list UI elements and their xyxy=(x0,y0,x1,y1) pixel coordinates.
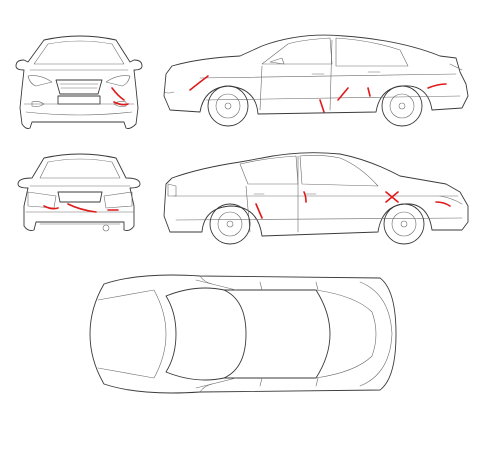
damage-mark-rear-left-light xyxy=(43,205,59,210)
damage-mark-passenger-fender xyxy=(435,201,451,207)
damage-mark-passenger-mirror-x xyxy=(385,191,399,203)
damage-markers xyxy=(43,75,451,219)
damage-mark-driver-door xyxy=(337,87,349,101)
driver-side-view xyxy=(163,34,469,127)
damage-mark-driver-fender xyxy=(189,75,209,91)
damage-mark-driver-rear-bumper xyxy=(427,83,447,89)
damage-mark-driver-rear-door xyxy=(367,87,371,97)
damage-mark-driver-rocker xyxy=(319,99,325,113)
damage-mark-passenger-door xyxy=(303,191,307,203)
damage-mark-passenger-rear-quarter xyxy=(255,203,263,219)
damage-mark-front-bumper xyxy=(113,101,129,106)
damage-mark-rear-bumper xyxy=(67,203,97,213)
rear-view xyxy=(17,153,141,232)
passenger-side-view xyxy=(163,152,469,245)
top-view xyxy=(89,274,397,394)
damage-mark-front-headlight xyxy=(111,87,125,101)
front-view xyxy=(15,35,143,129)
